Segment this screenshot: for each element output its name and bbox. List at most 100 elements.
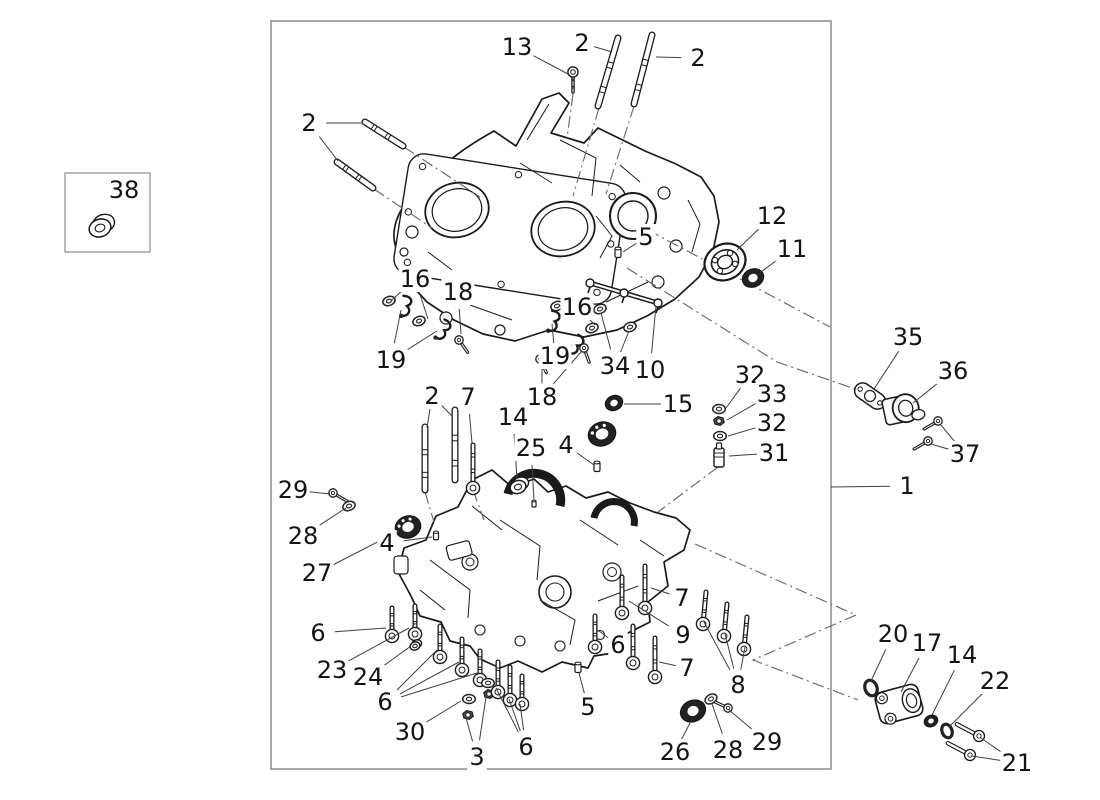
callout-label-1: 1	[899, 472, 914, 500]
washer-part	[412, 315, 426, 327]
leader-line	[736, 227, 761, 251]
leader-line	[426, 408, 431, 429]
callout-label-backing	[107, 177, 141, 203]
callout-label-backing	[315, 657, 349, 683]
callout-label-24: 24	[353, 663, 384, 691]
callout-label-32: 32	[757, 409, 788, 437]
callout-label-35: 35	[893, 323, 924, 351]
bolt-part	[514, 673, 530, 712]
callout-label-backing	[516, 734, 536, 760]
callout-label-backing	[688, 45, 708, 71]
leader-line	[830, 485, 891, 488]
washer-part	[480, 677, 496, 689]
screw-part	[922, 416, 943, 431]
callout-label-29: 29	[752, 728, 783, 756]
axis-dash-line	[566, 93, 574, 139]
callout-label-2: 2	[424, 382, 439, 410]
callout-label-25: 25	[516, 434, 547, 462]
callout-label-backing	[636, 224, 656, 250]
pin-part	[531, 499, 537, 508]
callout-label-backing	[276, 477, 310, 503]
callout-label-27: 27	[302, 559, 333, 587]
callout-label-19: 19	[540, 342, 571, 370]
callout-label-20: 20	[878, 620, 909, 648]
callout-label-9: 9	[675, 621, 690, 649]
washer-part	[593, 303, 607, 315]
leader-line	[424, 700, 462, 724]
leader-line	[628, 600, 669, 627]
callout-label-backing	[945, 642, 979, 668]
axis-dash-line	[572, 107, 600, 197]
callout-label-2: 2	[301, 109, 316, 137]
callout-label-12: 12	[757, 202, 788, 230]
leader-line	[307, 491, 331, 495]
bearing-part	[604, 394, 624, 412]
callout-label-backing	[572, 30, 592, 56]
leader-line	[658, 661, 676, 667]
leader-line	[381, 645, 412, 668]
leader-line	[495, 687, 519, 733]
leader-line	[873, 350, 900, 390]
callout-label-36: 36	[938, 357, 969, 385]
callout-label-backing	[728, 672, 748, 698]
callout-label-backing	[948, 441, 982, 467]
leader-line	[531, 464, 535, 501]
bolt-part	[384, 605, 400, 644]
stud-part	[361, 118, 407, 150]
leader-line	[651, 305, 657, 354]
callout-label-backing	[300, 560, 334, 586]
leader-line	[439, 403, 453, 417]
callout-label-14: 14	[947, 641, 978, 669]
callout-label-5: 5	[580, 693, 595, 721]
leader-line	[531, 54, 569, 75]
callout-label-backing	[775, 236, 809, 262]
callout-label-backing	[672, 585, 692, 611]
washer-part	[382, 295, 396, 307]
leader-line	[403, 536, 433, 542]
axis-dash-line	[647, 229, 831, 328]
pin-part	[593, 460, 601, 473]
leader-line	[948, 692, 984, 728]
callout-label-18: 18	[527, 383, 558, 411]
callout-label-23: 23	[317, 656, 348, 684]
leader-line	[725, 387, 741, 409]
bolt-part	[407, 603, 423, 642]
callout-label-7: 7	[674, 584, 689, 612]
callout-label-17: 17	[912, 629, 943, 657]
leader-line	[393, 309, 402, 344]
bolt-part	[454, 636, 470, 678]
callout-label-11: 11	[777, 235, 808, 263]
main-diagram-border	[270, 20, 832, 770]
callout-label-backing	[398, 266, 432, 292]
gasket-part	[853, 382, 887, 410]
washer-part	[712, 430, 728, 442]
leader-line	[711, 703, 723, 735]
callout-label-15: 15	[663, 390, 694, 418]
callout-label-backing	[377, 530, 397, 556]
callout-label-backing	[658, 739, 692, 765]
bolt-part	[716, 601, 732, 644]
washer-part	[623, 321, 637, 333]
callout-label-backing	[458, 384, 478, 410]
callout-label-backing	[525, 384, 559, 410]
bolt-part	[587, 613, 603, 655]
washer-part	[461, 693, 477, 705]
callout-label-7: 7	[460, 383, 475, 411]
screw-part	[579, 343, 591, 364]
screw-part	[713, 700, 733, 713]
oil-pipe-part	[585, 278, 663, 314]
callout-label-backing	[936, 358, 970, 384]
callout-label-10: 10	[635, 356, 666, 384]
dowel-pin-part	[614, 246, 622, 259]
callout-label-backing	[1000, 750, 1034, 776]
callout-label-2: 2	[690, 44, 705, 72]
leader-line	[401, 672, 478, 698]
callout-label-28: 28	[288, 522, 319, 550]
ball-bearing-part	[394, 515, 422, 539]
bolt-part	[614, 574, 630, 621]
callout-label-backing	[755, 203, 789, 229]
o-ring-part	[863, 678, 879, 698]
callout-label-backing	[891, 324, 925, 350]
